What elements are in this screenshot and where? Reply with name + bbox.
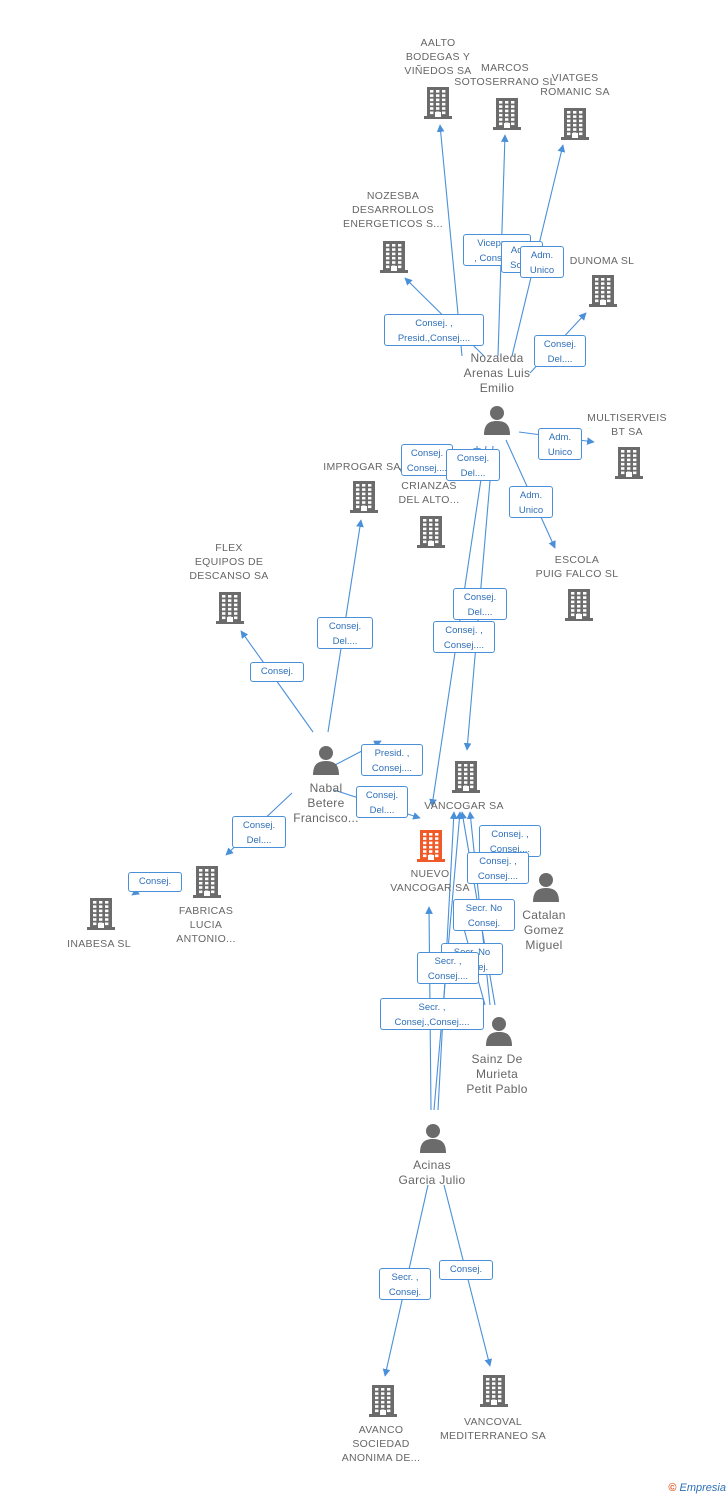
person-node-label[interactable]: Acinas Garcia Julio — [382, 1158, 482, 1188]
node-name: Acinas Garcia Julio — [398, 1158, 466, 1187]
person-node-label[interactable]: Sainz De Murieta Petit Pablo — [447, 1052, 547, 1097]
company-node-label[interactable]: AVANCO SOCIEDAD ANONIMA DE... — [326, 1423, 436, 1465]
company-node-label[interactable]: MULTISERVEIS BT SA — [572, 411, 682, 439]
company-node-label[interactable]: ESCOLA PUIG FALCO SL — [522, 553, 632, 581]
company-node-label[interactable]: AALTO BODEGAS Y VIÑEDOS SA — [378, 36, 498, 78]
relation-role-label[interactable]: Consej. Del.... — [446, 449, 500, 481]
person-icon[interactable] — [485, 1016, 513, 1051]
node-name: Catalan Gomez Miguel — [522, 908, 566, 952]
node-name: MULTISERVEIS BT SA — [587, 412, 667, 438]
building-icon[interactable] — [493, 96, 521, 135]
company-node-label[interactable]: INABESA SL — [49, 937, 149, 951]
relation-role-label[interactable]: Consej. , Presid.,Consej.... — [384, 314, 484, 346]
company-node-label[interactable]: IMPROGAR SA — [312, 460, 412, 474]
relation-role-label[interactable]: Adm. Unico — [520, 246, 564, 278]
building-icon[interactable] — [565, 587, 593, 626]
company-node-label[interactable]: FABRICAS LUCIA ANTONIO... — [156, 904, 256, 946]
relation-role-label[interactable]: Consej. — [250, 662, 304, 682]
footer-brand[interactable]: © Empresia — [668, 1482, 726, 1494]
relation-role-label[interactable]: Consej. Del.... — [356, 786, 408, 818]
relation-role-label[interactable]: Consej. , Consej.... — [479, 825, 541, 857]
relation-role-label[interactable]: Consej. Del.... — [453, 588, 507, 620]
relation-role-label[interactable]: Secr. , Consej.,Consej.... — [380, 998, 484, 1030]
building-icon[interactable] — [87, 896, 115, 935]
relation-role-label[interactable]: Secr. , Consej. — [379, 1268, 431, 1300]
node-name: Nabal Betere Francisco... — [293, 781, 359, 825]
node-name: NUEVO VANCOGAR SA — [390, 868, 470, 894]
relation-role-label[interactable]: Consej. , Consej.... — [433, 621, 495, 653]
person-node-label[interactable]: Nabal Betere Francisco... — [271, 781, 381, 826]
node-name: VANCOGAR SA — [424, 800, 504, 812]
relation-role-label[interactable]: Consej. — [128, 872, 182, 892]
building-icon[interactable] — [193, 864, 221, 903]
node-name: Nozaleda Arenas Luis Emilio — [463, 351, 531, 395]
relation-role-label[interactable]: Secr. , Consej.... — [417, 952, 479, 984]
relation-role-label[interactable]: Secr. No Consej. — [453, 899, 515, 931]
building-icon[interactable] — [589, 273, 617, 312]
node-name: ESCOLA PUIG FALCO SL — [535, 554, 619, 580]
person-icon[interactable] — [419, 1123, 447, 1158]
node-name: NOZESBA DESARROLLOS ENERGETICOS S... — [343, 190, 443, 230]
building-icon[interactable] — [216, 590, 244, 629]
building-icon[interactable] — [380, 239, 408, 278]
building-icon[interactable] — [350, 479, 378, 518]
building-icon[interactable] — [417, 514, 445, 553]
node-name: INABESA SL — [67, 938, 131, 950]
relation-role-label[interactable]: Consej. Del.... — [534, 335, 586, 367]
person-icon[interactable] — [312, 745, 340, 780]
node-name: AVANCO SOCIEDAD ANONIMA DE... — [341, 1424, 421, 1464]
building-icon[interactable] — [424, 85, 452, 124]
person-node-label[interactable]: Catalan Gomez Miguel — [499, 908, 589, 953]
copyright-icon: © — [668, 1482, 677, 1494]
node-name: FABRICAS LUCIA ANTONIO... — [176, 905, 236, 945]
relation-role-label[interactable]: Consej. , Consej.... — [467, 852, 529, 884]
relation-role-label[interactable]: Consej. Consej.... — [401, 444, 453, 476]
company-node-label[interactable]: VIATGES ROMANIC SA — [520, 71, 630, 99]
company-node-label[interactable]: VANCOGAR SA — [409, 799, 519, 813]
building-icon[interactable] — [452, 759, 480, 798]
node-name: AALTO BODEGAS Y VIÑEDOS SA — [404, 37, 472, 77]
building-icon[interactable] — [480, 1373, 508, 1412]
relation-role-label[interactable]: Presid. , Consej.... — [361, 744, 423, 776]
node-name: DUNOMA SL — [569, 255, 635, 267]
person-icon[interactable] — [483, 405, 511, 440]
node-name: VANCOVAL MEDITERRANEO SA — [439, 1416, 546, 1442]
company-node-label[interactable]: NOZESBA DESARROLLOS ENERGETICOS S... — [338, 189, 448, 231]
relation-role-label[interactable]: Consej. Del.... — [317, 617, 373, 649]
person-node-label[interactable]: Nozaleda Arenas Luis Emilio — [442, 351, 552, 396]
building-icon[interactable] — [417, 828, 445, 867]
company-node-label[interactable]: FLEX EQUIPOS DE DESCANSO SA — [174, 541, 284, 583]
company-node-label[interactable]: VANCOVAL MEDITERRANEO SA — [428, 1415, 558, 1443]
relation-role-label[interactable]: Adm. Unico — [538, 428, 582, 460]
company-node-label[interactable]: NUEVO VANCOGAR SA — [375, 867, 485, 895]
node-name: Sainz De Murieta Petit Pablo — [466, 1052, 528, 1096]
building-icon[interactable] — [369, 1383, 397, 1422]
node-name: VIATGES ROMANIC SA — [540, 72, 610, 98]
person-icon[interactable] — [532, 872, 560, 907]
relation-role-label[interactable]: Consej. Del.... — [232, 816, 286, 848]
node-name: FLEX EQUIPOS DE DESCANSO SA — [189, 542, 269, 582]
node-name: IMPROGAR SA — [323, 461, 401, 473]
company-node-label[interactable]: MARCOS SOTOSERRANO SL — [445, 61, 565, 89]
relation-role-label[interactable]: Adm. Unico — [509, 486, 553, 518]
relation-role-label[interactable]: Consej. — [439, 1260, 493, 1280]
building-icon[interactable] — [561, 106, 589, 145]
brand-name: Empresia — [679, 1482, 726, 1494]
company-node-label[interactable]: DUNOMA SL — [552, 254, 652, 268]
node-name: MARCOS SOTOSERRANO SL — [454, 62, 556, 88]
building-icon[interactable] — [615, 445, 643, 484]
